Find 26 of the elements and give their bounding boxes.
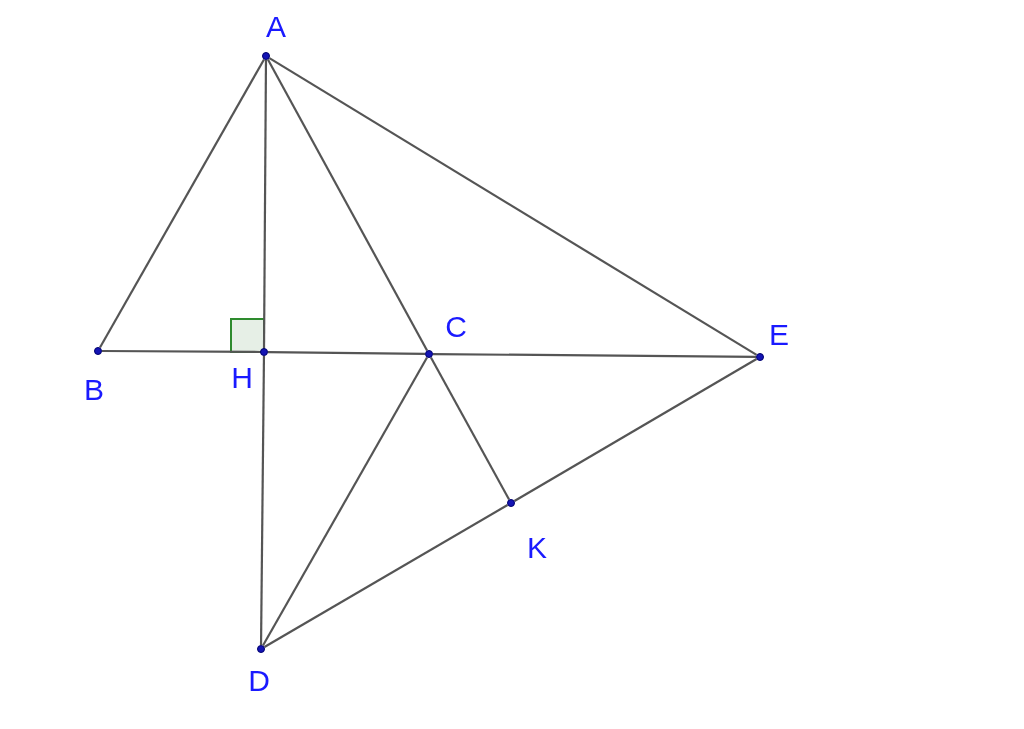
line-segment xyxy=(99,58,265,349)
line-segment xyxy=(262,60,268,348)
point xyxy=(260,348,268,356)
point-label: C xyxy=(445,312,467,342)
point xyxy=(425,350,433,358)
line-segment xyxy=(259,356,266,645)
line-segment xyxy=(433,352,756,359)
line-segment xyxy=(262,356,428,647)
point-label: E xyxy=(769,320,789,350)
point xyxy=(756,353,764,361)
point-label: A xyxy=(266,12,286,42)
line-segment xyxy=(513,358,758,502)
line-segment xyxy=(268,57,758,356)
line-segment xyxy=(102,349,260,354)
line-segment xyxy=(263,504,509,648)
point xyxy=(94,347,102,355)
point-label: B xyxy=(84,375,104,405)
point-label: D xyxy=(248,666,270,696)
line-segment xyxy=(429,356,511,501)
point-label: H xyxy=(231,363,253,393)
point xyxy=(507,499,515,507)
point-label: K xyxy=(527,533,547,563)
point xyxy=(257,645,265,653)
point xyxy=(262,52,270,60)
line-segment xyxy=(266,59,429,351)
line-segment xyxy=(268,350,425,356)
